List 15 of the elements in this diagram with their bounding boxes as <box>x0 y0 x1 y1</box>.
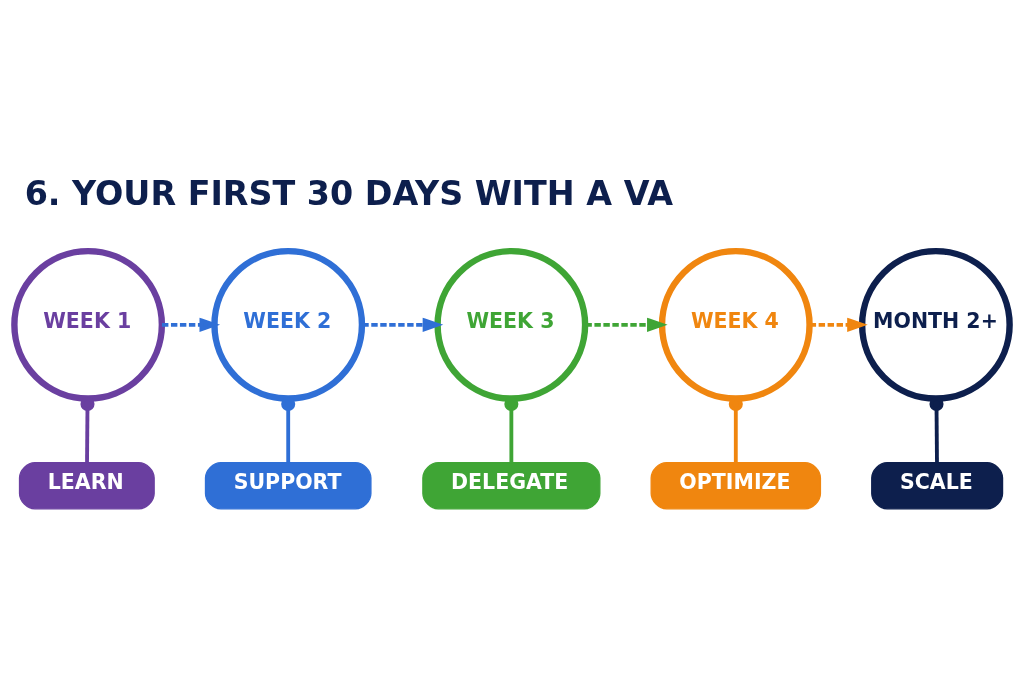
node-box: DELEGATE <box>422 462 601 510</box>
node-box: LEARN <box>18 462 155 510</box>
arrow <box>809 317 868 333</box>
node-circle: WEEK 4 <box>658 247 813 402</box>
node-circle: WEEK 2 <box>211 247 366 402</box>
node-circle: MONTH 2+ <box>858 247 1013 402</box>
node-box: OPTIMIZE <box>650 462 822 510</box>
node-circle: WEEK 3 <box>434 247 589 402</box>
diagram-title: 6. YOUR FIRST 30 DAYS WITH A VA <box>24 173 673 213</box>
node-box: SUPPORT <box>204 462 372 510</box>
arrow <box>162 317 221 333</box>
node-box: SCALE <box>871 462 1004 510</box>
arrow <box>585 317 668 333</box>
node-circle: WEEK 1 <box>11 247 166 402</box>
arrow <box>362 317 444 333</box>
